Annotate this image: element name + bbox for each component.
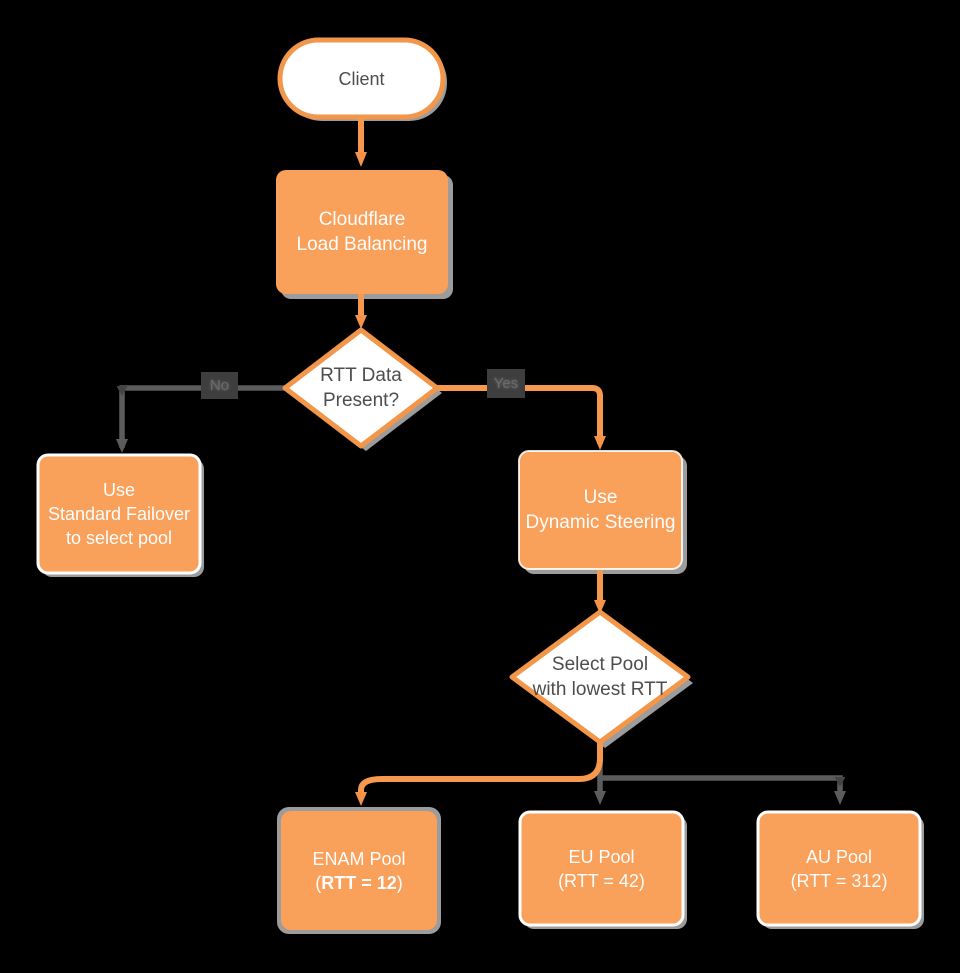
gray-arrowheads [116,439,846,805]
rtt-decision-node-shape [282,327,440,449]
arrowhead-dynamic-steering [594,436,606,450]
eu-pool-node-shape [518,810,685,927]
arrowhead-au-pool [834,791,846,805]
dynamic-steering-node-shape [518,450,683,570]
arrowhead-pool-decision [594,600,606,614]
connector-yes-branch [434,385,603,444]
corner-notch-no [116,386,128,396]
au-pool-node-shape [756,810,922,927]
client-node-shape [277,37,446,120]
corner-notch-au [834,777,846,787]
load-balancer-node-shape [276,170,448,294]
arrowhead-rtt-decision [355,315,367,329]
orange-connectors [358,110,603,796]
arrowhead-load-balancer [355,152,367,167]
connector-au-branch [600,775,843,796]
arrowhead-standard-failover [116,439,128,453]
orange-arrowheads [355,152,606,806]
arrowhead-enam-pool [355,792,367,806]
gray-connectors [119,385,843,796]
standard-failover-node-shape [36,453,202,575]
arrowhead-eu-pool [594,791,606,805]
enam-pool-node-shape [281,811,437,930]
connector-enam-branch [358,740,603,796]
edge-label-yes: Yes [487,369,525,398]
pool-decision-node-shape [509,609,691,745]
gray-corner-notches [116,386,846,787]
edge-label-no: No [201,372,238,399]
